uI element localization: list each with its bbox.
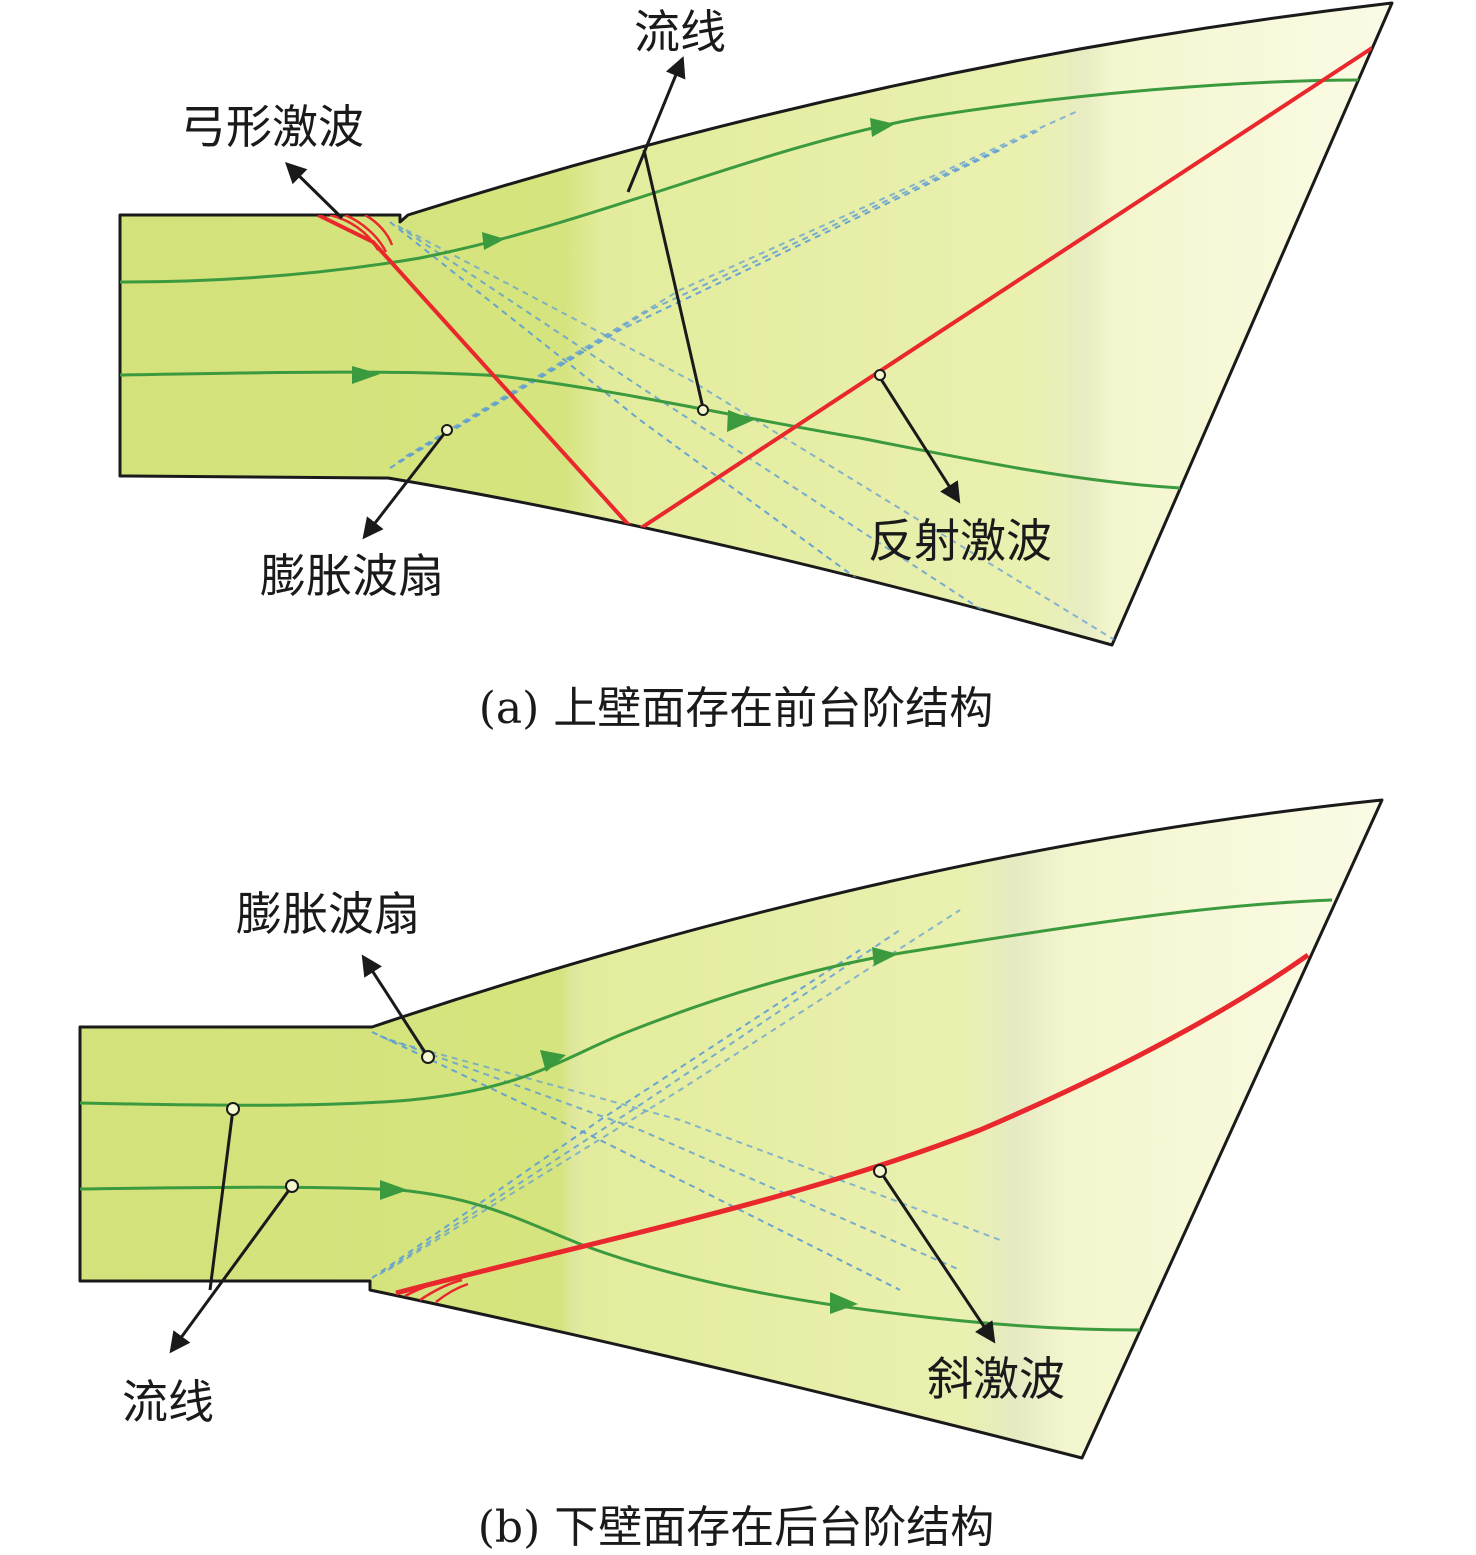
panel-a-streamline-arrows [352,118,895,432]
panel-a-streamlines [120,78,1363,490]
panel-a-flow-region [118,1,1394,647]
panel-a-label-reflected-shock: 反射激波 [868,514,1052,568]
panel-a-reflected-shock [317,46,1374,535]
panel-b-label-expansion-fan: 膨胀波扇 [236,887,420,941]
panel-b-caption: (b) 下壁面存在后台阶结构 [478,1502,994,1553]
panel-a-leaders [285,56,961,540]
panel-a-label-dots [441,369,886,436]
panel-b-streamline-arrows [380,947,898,1314]
panel-b-flow-region [78,798,1384,1460]
panel-a: 流线 弓形激波 膨胀波扇 反射激波 (a) 上壁面存在前台阶结构 [118,1,1394,734]
panel-b-oblique-shock [395,952,1310,1296]
panel-b-streamline-upper [80,898,1333,1107]
panel-b-label-streamline: 流线 [122,1375,214,1429]
panel-b-leaders [169,954,996,1354]
panel-a-bow-shock [329,213,394,253]
panel-a-label-expansion-fan: 膨胀波扇 [260,549,444,603]
panel-b-label-oblique-shock: 斜激波 [927,1352,1065,1406]
panel-b: 膨胀波扇 流线 斜激波 (b) 下壁面存在后台阶结构 [78,798,1384,1553]
panel-b-expansion-fan [371,909,1001,1291]
panel-a-expansion-fan [389,109,1181,645]
panel-a-streamline-upper [120,78,1363,284]
panel-a-caption: (a) 上壁面存在前台阶结构 [479,683,994,734]
panel-b-shock-foot [404,1273,471,1303]
panel-a-streamline-lower [120,370,1181,490]
panel-b-label-dots [226,1050,887,1193]
panel-a-label-bow-shock: 弓形激波 [180,100,364,154]
panel-a-label-streamline: 流线 [634,5,726,59]
